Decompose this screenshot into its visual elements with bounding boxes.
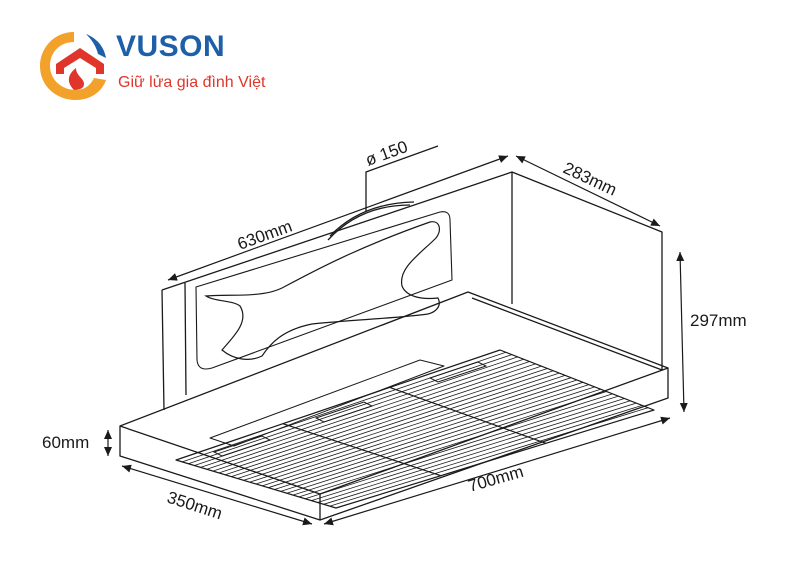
filter-slat xyxy=(268,384,589,489)
brand-tagline: Giữ lửa gia đình Việt xyxy=(118,74,266,91)
filter-slat xyxy=(188,354,512,465)
dim-height-label: 297mm xyxy=(690,311,747,330)
flame-house-icon xyxy=(40,32,106,100)
dimension-lines xyxy=(104,155,688,526)
filter-slat xyxy=(262,381,584,487)
dim-width-label: 700mm xyxy=(466,462,526,496)
filter-divider xyxy=(389,386,547,444)
brand-name: VUSON xyxy=(116,30,226,63)
filter-slat xyxy=(200,358,524,468)
dim-depth-label: 350mm xyxy=(165,488,225,524)
hood-body xyxy=(119,145,669,521)
filter-handles xyxy=(212,361,488,457)
filter-slat xyxy=(206,361,530,470)
logo: VUSON Giữ lửa gia đình Việt xyxy=(34,26,304,106)
filter-slat xyxy=(255,379,578,485)
dim-front-height-label: 60mm xyxy=(42,433,89,452)
dim-back-depth-label: 283mm xyxy=(560,158,619,199)
